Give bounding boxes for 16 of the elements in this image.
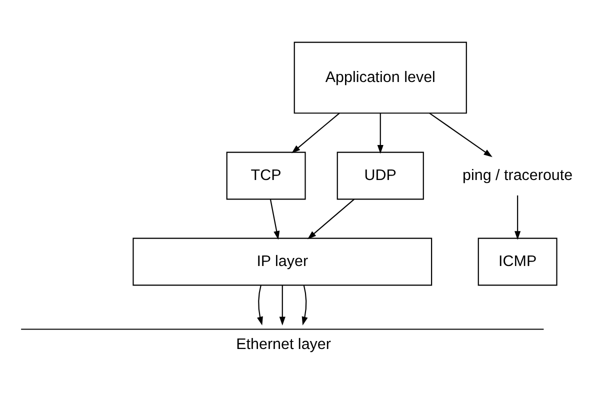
arrow: [307, 198, 354, 240]
arrow: [279, 285, 286, 326]
node-box: IP layer: [132, 238, 432, 286]
arrow: [270, 199, 280, 240]
arrow: [429, 112, 492, 158]
node-box: ICMP: [478, 238, 558, 286]
arrow: [514, 195, 521, 240]
arrow: [292, 112, 340, 154]
arrow: [257, 285, 263, 326]
node-box: Application level: [294, 42, 467, 114]
node-box: UDP: [336, 152, 424, 200]
node-text: Ethernet layer: [236, 336, 331, 354]
node-text: ping / traceroute: [462, 166, 573, 184]
node-box: TCP: [226, 152, 306, 200]
arrow: [302, 285, 308, 326]
arrow: [377, 113, 384, 154]
